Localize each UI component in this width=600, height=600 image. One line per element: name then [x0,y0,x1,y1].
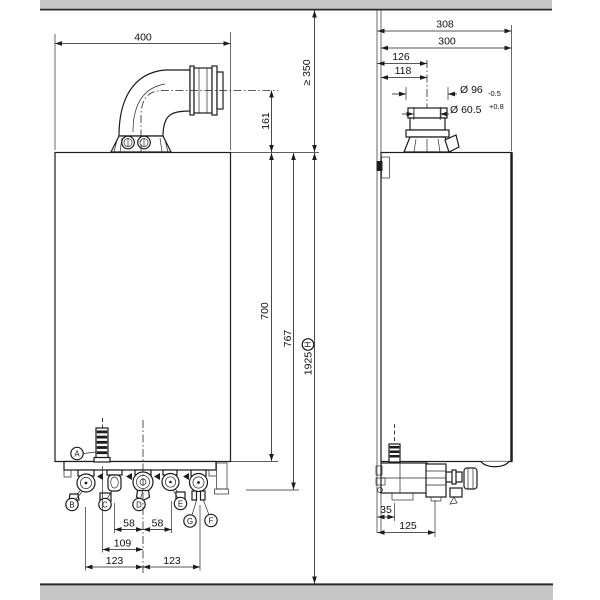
boiler-case-front [54,151,232,463]
side-view: 308 300 126 118 Ø 96 -0.5 Ø 60. [375,9,513,537]
dim-300: 300 [438,36,456,48]
dim-35: 35 [380,504,392,516]
dim-flue-inner-tolerance: +0.8 [489,102,504,111]
connection-label-e: E [178,499,183,508]
dim-125: 125 [399,520,417,532]
dim-123-right: 123 [163,555,181,567]
dim-side-bottom: 35 125 [377,500,436,537]
boiler-case-side [376,151,513,468]
fitting-e [161,469,186,500]
height-reference-badge: H [301,338,315,351]
dim-118: 118 [395,65,412,77]
dim-connections-767: 767 [282,330,294,348]
dim-58-right: 58 [152,518,164,530]
dim-side-top: 308 300 126 118 Ø 96 -0.5 Ø 60. [377,19,512,151]
fitting-f-g [188,469,209,501]
dim-front-bottom: 58 58 109 123 123 [85,420,201,574]
front-view: A B C D E G F 400 [54,10,319,584]
flue-elbow [110,65,278,153]
connection-label-a: A [74,449,80,458]
floor-band [40,583,553,600]
hydraulics-side [375,424,478,505]
connection-label-f: F [209,516,214,525]
flue-adapter-side [403,60,460,156]
dim-flue-outer-tolerance: -0.5 [488,89,501,98]
connection-label-b: B [69,500,74,509]
dim-flue-161: 161 [260,112,272,130]
fitting-b [68,469,96,501]
dim-109: 109 [114,538,132,550]
svg-text:H: H [304,342,313,348]
connection-label-d: D [136,500,142,509]
gas-pipe-side [388,424,401,463]
valve-assembly-side [425,463,478,505]
svg-text:400: 400 [134,32,152,44]
gas-pipe-front [93,418,111,463]
dim-126: 126 [392,51,410,63]
fitting-c [99,469,123,502]
dim-clearance-350: ≥ 350 [301,59,313,85]
connection-label-c: C [102,500,108,509]
dim-front-heights: 161 ≥ 350 700 767 1925 H [231,10,319,584]
connection-labels: A B C D E G F [65,446,218,528]
ceiling-band [40,0,552,11]
dim-total-1925: 1925 [303,352,315,376]
dim-case-700: 700 [259,302,271,320]
dim-123-left: 123 [106,555,124,567]
dim-58-left: 58 [123,518,135,530]
dim-308: 308 [436,19,454,31]
connection-label-g: G [187,517,193,526]
dim-flue-outer-diameter: Ø 96 [460,84,483,96]
dim-front-width: 400 [54,32,231,150]
dim-flue-inner-diameter: Ø 60.5 [450,104,482,116]
wall-lines [376,9,382,533]
